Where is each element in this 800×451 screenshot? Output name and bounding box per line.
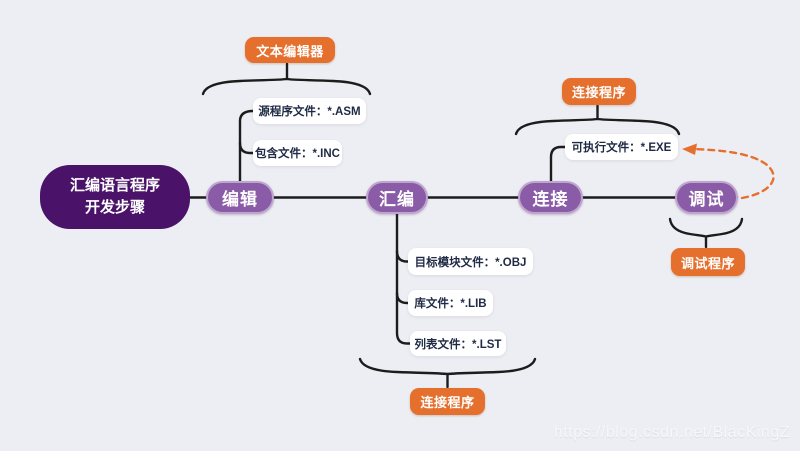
edge-assemble-stub-lib [395, 291, 410, 305]
root-node-line2: 开发步骤 [84, 199, 145, 216]
step-node-edit: 编辑 [206, 181, 274, 214]
edge-assemble-branch [395, 211, 412, 345]
arrow-debug-to-exe [690, 147, 775, 200]
tool-label-debugger: 调试程序 [671, 248, 745, 276]
file-box-inc: 包含文件：*.INC [253, 140, 342, 166]
tool-label-linker-top: 连接程序 [562, 78, 636, 105]
edge-assemble-stub-obj [395, 249, 410, 263]
root-node-line1: 汇编语言程序 [69, 177, 160, 195]
file-box-obj: 目标模块文件：*.OBJ [408, 248, 533, 275]
tool-label-linker-bottom: 连接程序 [410, 388, 485, 415]
file-box-lst: 列表文件：*.LST [410, 331, 506, 356]
file-box-asm: 源程序文件：*.ASM [253, 98, 366, 124]
step-node-assemble: 汇编 [366, 181, 428, 214]
file-box-exe: 可执行文件：*.EXE [565, 134, 678, 160]
brace-linker-top [514, 117, 681, 136]
edge-link-branch [549, 145, 567, 193]
tool-label-text-editor: 文本编辑器 [245, 37, 335, 63]
step-node-debug: 调试 [675, 181, 738, 214]
arrowhead-debug-to-exe-icon [682, 143, 697, 155]
file-box-lib: 库文件：*.LIB [408, 290, 493, 316]
root-node-development-steps: 汇编语言程序 开发步骤 [40, 165, 190, 229]
brace-linker-bottom [358, 357, 537, 376]
step-node-link: 连接 [518, 181, 583, 214]
brace-debugger [668, 217, 744, 238]
watermark-url: https://blog.csdn.net/BlacKingZ [553, 424, 790, 441]
edge-edit-stub-inc [238, 141, 255, 155]
edge-edit-branch [238, 109, 255, 194]
brace-text-editor [201, 77, 372, 96]
